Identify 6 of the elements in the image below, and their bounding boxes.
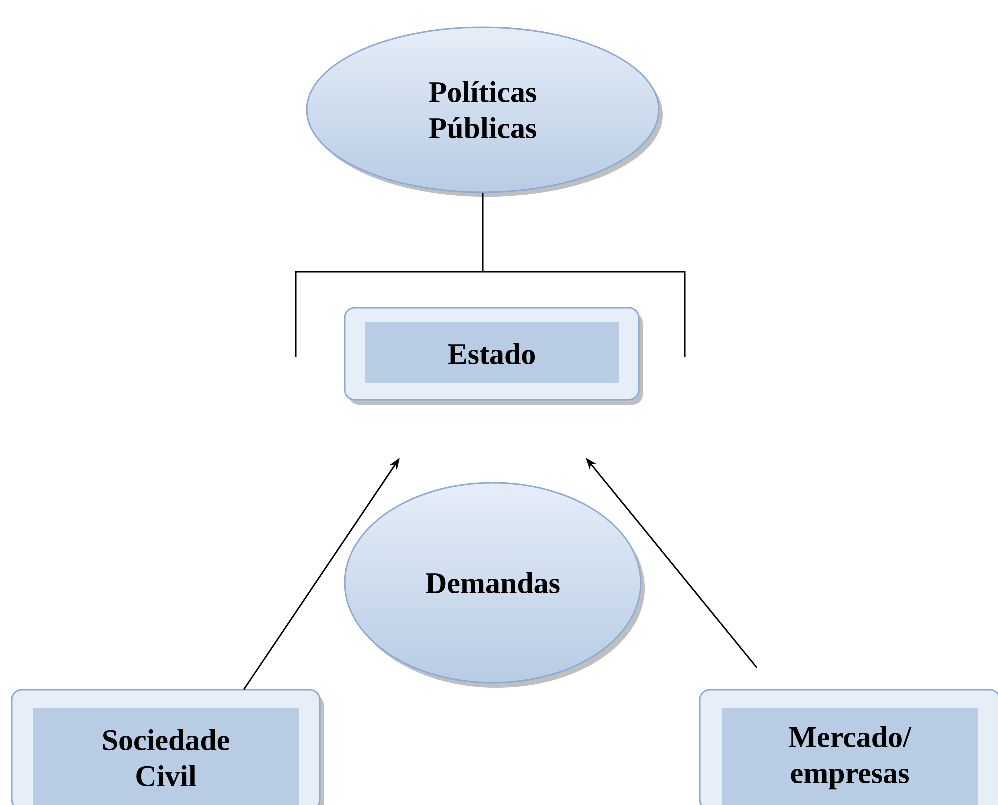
ellipse-node: Políticas Públicas bbox=[306, 26, 663, 197]
process-box: Mercado/ empresas bbox=[699, 689, 998, 805]
process-box: Estado bbox=[344, 307, 643, 405]
ellipse-node: Demandas bbox=[344, 482, 645, 688]
process-box: Sociedade Civil bbox=[11, 689, 324, 805]
connector-line bbox=[295, 192, 686, 358]
